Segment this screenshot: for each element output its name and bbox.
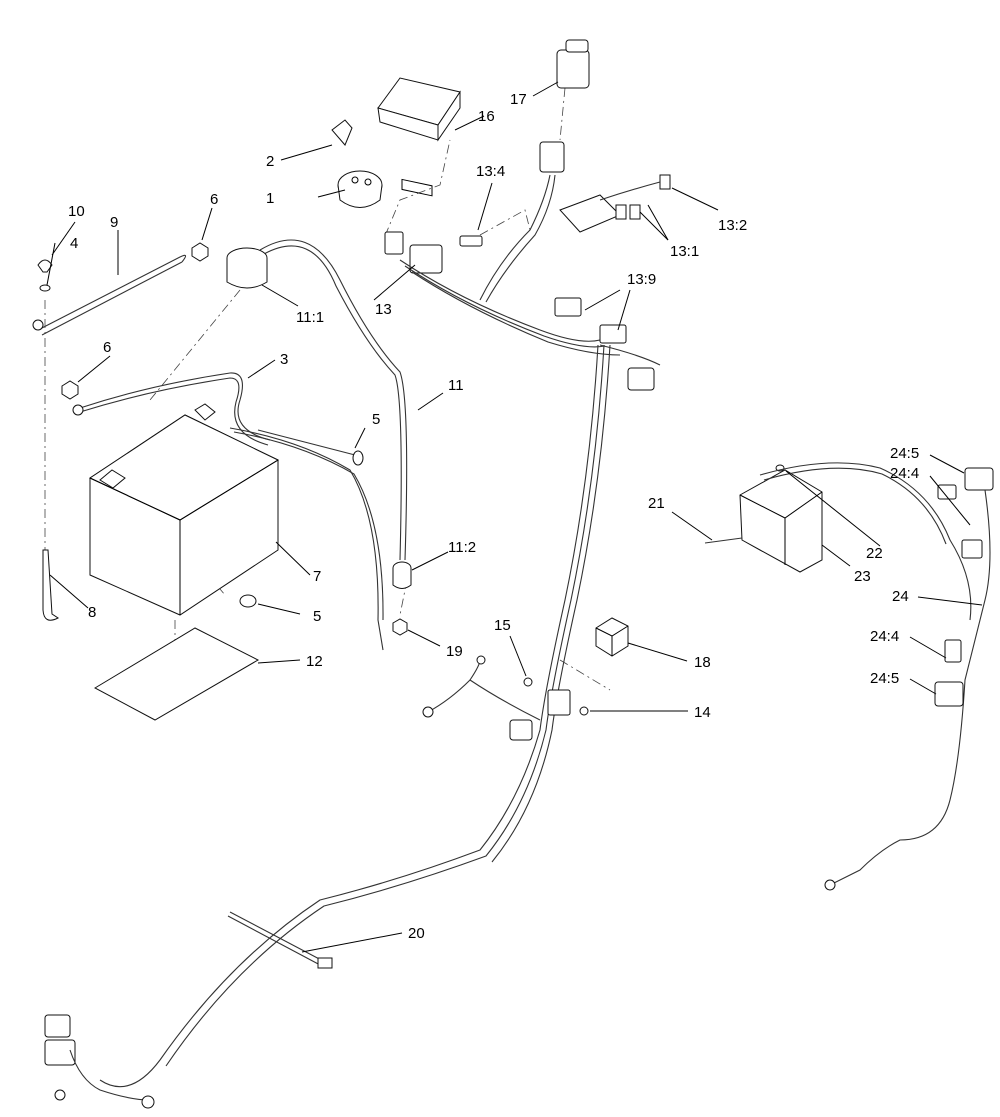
- callout-8: 8: [88, 604, 96, 621]
- callout-15: 15: [494, 617, 511, 634]
- callout-9: 9: [110, 214, 118, 231]
- hold-down-rod: [42, 549, 59, 621]
- callout-11: 11: [448, 377, 464, 394]
- positive-cable: [226, 239, 412, 651]
- callout-19: 19: [446, 643, 463, 660]
- callout-24-4-upper: 24:4: [890, 465, 919, 482]
- callout-13-2: 13:2: [718, 217, 747, 234]
- callout-24-5-lower: 24:5: [870, 670, 899, 687]
- callout-21: 21: [648, 495, 665, 512]
- callout-13: 13: [375, 301, 392, 318]
- callout-6-upper: 6: [210, 191, 218, 208]
- callout-22: 22: [866, 545, 883, 562]
- main-harness: [44, 141, 671, 1109]
- hold-down-strap: [32, 254, 187, 336]
- nut-15: [523, 677, 533, 687]
- callout-10: 10: [68, 203, 85, 220]
- callout-17: 17: [510, 91, 527, 108]
- nut-left: [61, 380, 79, 400]
- callout-4: 4: [70, 235, 78, 252]
- battery: [88, 403, 280, 616]
- callout-5-upper: 5: [372, 411, 380, 428]
- callout-11-1: 11:1: [296, 309, 324, 326]
- callout-23: 23: [854, 568, 871, 585]
- callout-13-4: 13:4: [476, 163, 505, 180]
- bolt-right: [257, 429, 364, 466]
- relay: [595, 617, 629, 657]
- callout-20: 20: [408, 925, 425, 942]
- module: [704, 464, 823, 573]
- cable-tie: [227, 911, 333, 969]
- callout-13-1: 13:1: [670, 243, 699, 260]
- hour-meter: [377, 77, 461, 197]
- screw: [579, 706, 589, 716]
- callout-11-2: 11:2: [448, 539, 476, 556]
- leader-lines: [46, 81, 983, 953]
- callout-16: 16: [478, 108, 495, 125]
- callout-24-4-lower: 24:4: [870, 628, 899, 645]
- connector-17: [556, 39, 590, 89]
- nut-upper: [191, 242, 209, 262]
- callout-18: 18: [694, 654, 711, 671]
- callout-3: 3: [280, 351, 288, 368]
- callout-labels: 1 2 3 4 5 5 6 6 7 8 9 10 11 11:1 11:2 12…: [68, 91, 919, 942]
- callout-24: 24: [892, 588, 909, 605]
- callout-6-lower: 6: [103, 339, 111, 356]
- callout-12: 12: [306, 653, 323, 670]
- bolt-lower: [239, 594, 257, 608]
- callout-24-5-upper: 24:5: [890, 445, 919, 462]
- callout-14: 14: [694, 704, 711, 721]
- callout-2: 2: [266, 153, 274, 170]
- ignition-switch: [331, 119, 383, 208]
- battery-tray: [93, 627, 260, 721]
- callout-5-lower: 5: [313, 608, 321, 625]
- callout-7: 7: [313, 568, 321, 585]
- right-harness: [759, 462, 994, 891]
- callout-1: 1: [266, 190, 274, 207]
- negative-cable: [72, 372, 271, 446]
- callout-13-9: 13:9: [627, 271, 656, 288]
